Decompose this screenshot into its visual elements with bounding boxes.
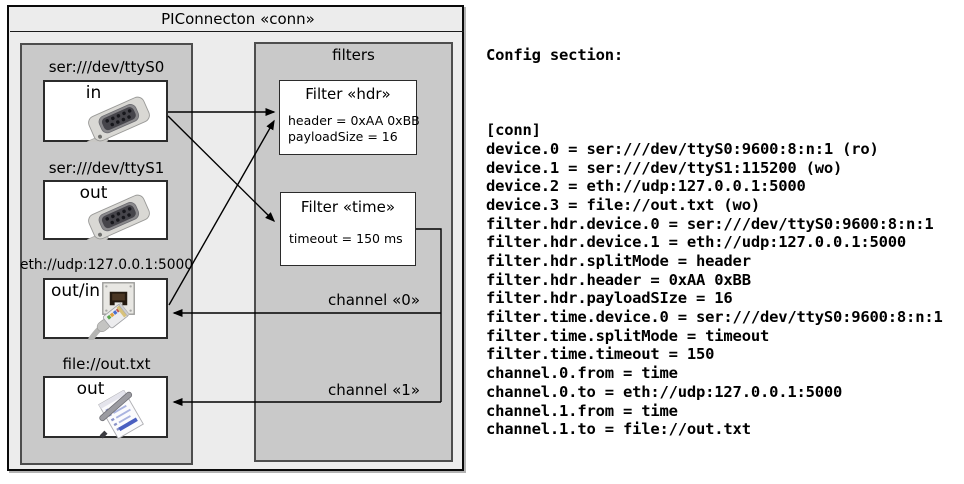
config-line: filter.hdr.device.0 = ser:///dev/ttyS0:9… bbox=[486, 214, 934, 233]
filter-hdr-attributes: header = 0xAA 0xBB payloadSize = 16 bbox=[288, 113, 420, 145]
config-line: device.1 = ser:///dev/ttyS1:115200 (wo) bbox=[486, 158, 843, 177]
ethernet-plug-icon bbox=[71, 298, 153, 340]
filter-time-attributes: timeout = 150 ms bbox=[289, 231, 403, 247]
config-line: device.0 = ser:///dev/ttyS0:9600:8:n:1 (… bbox=[486, 139, 879, 158]
config-line: filter.time.timeout = 150 bbox=[486, 345, 715, 364]
filters-panel-title: filters bbox=[332, 46, 375, 64]
device-box-ttyS1: out bbox=[43, 180, 168, 240]
config-line: device.2 = eth://udp:127.0.0.1:5000 bbox=[486, 177, 806, 196]
serial-db9-icon bbox=[73, 96, 165, 142]
filter-attribute: timeout = 150 ms bbox=[289, 231, 403, 246]
diagram-title: PIConnecton «conn» bbox=[161, 10, 315, 28]
device-label-file-out: file://out.txt bbox=[62, 355, 151, 373]
filter-attribute: header = 0xAA 0xBB bbox=[288, 113, 420, 128]
config-line: channel.1.from = time bbox=[486, 401, 678, 420]
notepad-icon bbox=[85, 390, 155, 440]
config-section: Config section: [conn]device.0 = ser:///… bbox=[486, 9, 962, 476]
config-line: filter.hdr.splitMode = header bbox=[486, 252, 751, 271]
filter-attribute: payloadSize = 16 bbox=[288, 129, 398, 144]
title-separator bbox=[10, 31, 464, 32]
config-line: channel.0.from = time bbox=[486, 364, 678, 383]
filter-time-box: Filter «time» timeout = 150 ms bbox=[280, 192, 416, 266]
device-direction: out bbox=[79, 183, 108, 203]
filter-time-title: Filter «time» bbox=[300, 198, 396, 216]
filter-hdr-box: Filter «hdr» header = 0xAA 0xBB payloadS… bbox=[279, 80, 420, 155]
config-line: channel.0.to = eth://udp:127.0.0.1:5000 bbox=[486, 382, 843, 401]
device-box-ttyS0: in bbox=[43, 80, 168, 142]
config-line: filter.hdr.header = 0xAA 0xBB bbox=[486, 270, 751, 289]
device-direction: out/in bbox=[51, 281, 101, 301]
config-lines: [conn]device.0 = ser:///dev/ttyS0:9600:8… bbox=[486, 121, 962, 439]
device-direction: out bbox=[76, 379, 105, 399]
device-label-ttyS0: ser:///dev/ttyS0 bbox=[48, 58, 165, 76]
config-line: [conn] bbox=[486, 121, 541, 140]
device-box-file-out: out bbox=[43, 376, 168, 438]
channel-1-label: channel «1» bbox=[327, 381, 420, 399]
serial-db9-icon bbox=[73, 194, 165, 240]
config-line: device.3 = file://out.txt (wo) bbox=[486, 195, 760, 214]
channel-0-label: channel «0» bbox=[327, 291, 420, 309]
config-line: filter.time.splitMode = timeout bbox=[486, 326, 770, 345]
config-line: filter.hdr.device.1 = eth://udp:127.0.0.… bbox=[486, 233, 907, 252]
device-label-eth-udp: eth://udp:127.0.0.1:5000 bbox=[20, 257, 194, 273]
device-box-eth-udp: out/in bbox=[43, 278, 168, 339]
config-line: filter.hdr.payloadSIze = 16 bbox=[486, 289, 733, 308]
config-heading: Config section: bbox=[486, 46, 623, 65]
config-line: filter.time.device.0 = ser:///dev/ttyS0:… bbox=[486, 308, 943, 327]
filter-hdr-title: Filter «hdr» bbox=[305, 85, 391, 103]
device-direction: in bbox=[85, 83, 102, 103]
config-line: channel.1.to = file://out.txt bbox=[486, 420, 751, 439]
device-label-ttyS1: ser:///dev/ttyS1 bbox=[48, 159, 165, 177]
